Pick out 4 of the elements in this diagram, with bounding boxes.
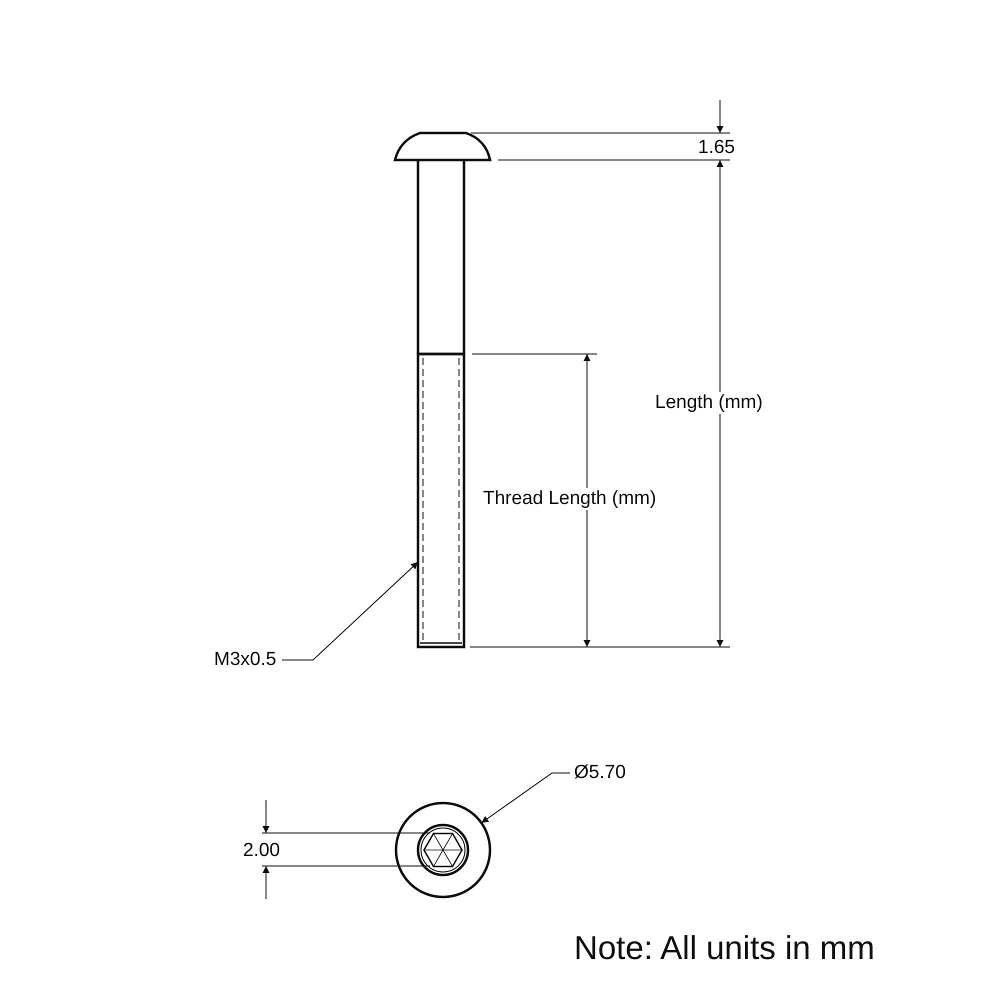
leader-line: [480, 772, 570, 824]
leader-line: [282, 562, 418, 660]
screw-head-circle: [394, 802, 492, 898]
threaded-shank: [416, 352, 466, 648]
